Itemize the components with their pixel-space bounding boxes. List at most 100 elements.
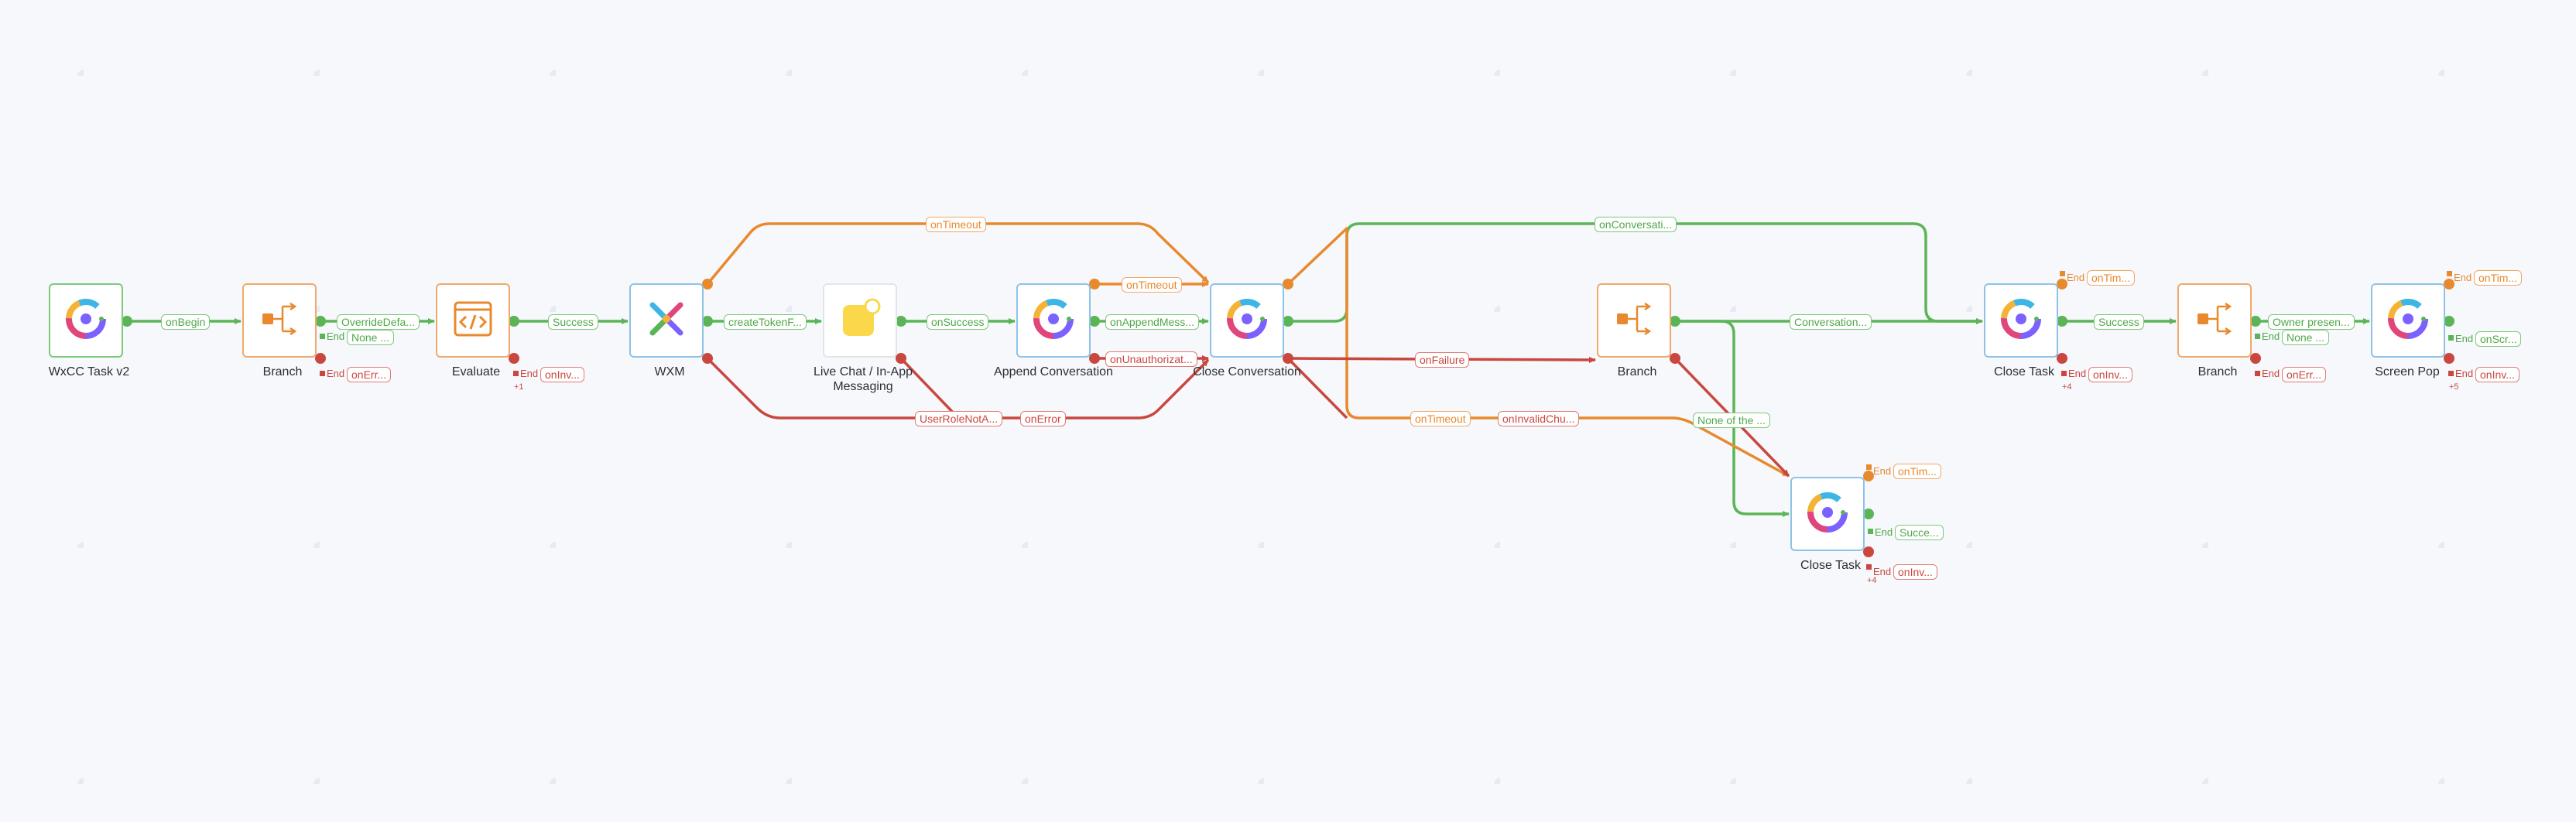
- end-marker: [513, 371, 519, 376]
- end-label-onerr[interactable]: onErr...: [347, 367, 392, 382]
- node-label-branch-2: Branch: [1617, 365, 1657, 378]
- wxcc-logo-icon: [1222, 294, 1272, 348]
- edge-label-onappend[interactable]: onAppendMess...: [1105, 314, 1199, 330]
- node-label-close-task-1: Close Task: [1994, 365, 2054, 378]
- more-ends-count[interactable]: +5: [2449, 382, 2459, 392]
- node-label-evaluate: Evaluate: [451, 365, 501, 378]
- node-wxm[interactable]: [629, 283, 704, 358]
- node-screen-pop[interactable]: [2371, 283, 2445, 358]
- edge-label-oninvalid[interactable]: onInvalidChu...: [1498, 411, 1580, 426]
- end-label: End: [2454, 272, 2472, 283]
- edge-onerror[interactable]: [899, 357, 960, 420]
- end-marker: [2447, 271, 2452, 276]
- end-label-oninv[interactable]: onInv...: [540, 367, 584, 382]
- wxcc-logo-icon: [2383, 294, 2433, 348]
- end-label: End: [520, 368, 539, 379]
- edge-label-override[interactable]: OverrideDefa...: [337, 314, 420, 330]
- node-live-chat[interactable]: [823, 283, 897, 358]
- edge-label-ontimeout-close[interactable]: onTimeout: [1410, 411, 1471, 426]
- node-label-close-task-2: Close Task: [1800, 559, 1861, 572]
- node-label-append-conversation: Append Conversation: [994, 365, 1113, 378]
- end-marker: [320, 334, 325, 339]
- branch-icon: [259, 299, 300, 343]
- branch-icon: [2194, 299, 2235, 343]
- more-ends-count[interactable]: +4: [1867, 576, 1877, 585]
- end-marker: [2255, 371, 2260, 376]
- wxm-logo-icon: [645, 297, 688, 344]
- code-icon: [452, 298, 494, 344]
- edge-oninvalid[interactable]: [1286, 357, 1348, 420]
- edge-label-success[interactable]: Success: [548, 314, 598, 330]
- edge-label-ontimeout-append[interactable]: onTimeout: [1122, 277, 1182, 293]
- more-ends-count[interactable]: +1: [514, 382, 524, 392]
- end-label-oninv[interactable]: onInv...: [2475, 367, 2519, 382]
- wxcc-logo-icon: [1996, 294, 2046, 348]
- end-label-ontim[interactable]: onTim...: [2474, 270, 2523, 286]
- end-label-ontim[interactable]: onTim...: [1893, 464, 1942, 479]
- end-marker: [2448, 335, 2454, 341]
- end-label: End: [1873, 566, 1892, 577]
- edge-label-owner-present[interactable]: Owner presen...: [2268, 314, 2355, 330]
- node-branch-1[interactable]: [242, 283, 317, 358]
- node-wxcc-task[interactable]: [49, 283, 123, 358]
- end-label: End: [2455, 333, 2474, 344]
- end-label-oninv[interactable]: onInv...: [1893, 564, 1937, 580]
- node-close-task-2[interactable]: [1790, 477, 1865, 551]
- more-ends-count[interactable]: +4: [2062, 382, 2072, 392]
- end-marker: [2255, 334, 2260, 339]
- end-label-none[interactable]: None ...: [347, 330, 395, 345]
- edge-label-onerror[interactable]: onError: [1020, 411, 1066, 426]
- node-label-branch-1: Branch: [262, 365, 303, 378]
- end-label: End: [2068, 368, 2087, 379]
- end-label: End: [2262, 368, 2280, 379]
- edge-label-onsuccess[interactable]: onSuccess: [927, 314, 989, 330]
- end-label: End: [2455, 368, 2474, 379]
- edge-label-onfailure[interactable]: onFailure: [1415, 352, 1470, 368]
- end-label-success[interactable]: Succe...: [1895, 525, 1944, 540]
- branch-icon: [1614, 299, 1654, 343]
- node-branch-3[interactable]: [2177, 283, 2252, 358]
- edge-label-conversation[interactable]: Conversation...: [1790, 314, 1872, 330]
- edge-label-userrole[interactable]: UserRoleNotA...: [915, 411, 1003, 426]
- ports: [122, 279, 2454, 557]
- end-marker: [2061, 371, 2067, 376]
- edge-label-onunauthorized[interactable]: onUnauthorizat...: [1105, 351, 1197, 367]
- end-label-onscr[interactable]: onScr...: [2475, 331, 2522, 347]
- edge-label-onconversation[interactable]: onConversati...: [1595, 217, 1677, 232]
- end-label: End: [327, 368, 345, 379]
- edge-label-ontimeout-wxm[interactable]: onTimeout: [926, 217, 986, 232]
- edge-label-onbegin[interactable]: onBegin: [161, 314, 211, 330]
- node-close-task-1[interactable]: [1984, 283, 2058, 358]
- node-append-conversation[interactable]: [1016, 283, 1091, 358]
- edge-ontimeout-close[interactable]: [1286, 227, 1790, 478]
- end-label-onerr[interactable]: onErr...: [2282, 367, 2327, 382]
- node-branch-2[interactable]: [1597, 283, 1671, 358]
- end-label: End: [2262, 331, 2280, 342]
- node-label-screen-pop: Screen Pop: [2375, 365, 2440, 378]
- node-evaluate[interactable]: [436, 283, 510, 358]
- end-label-ontim[interactable]: onTim...: [2087, 270, 2136, 286]
- edge-label-success2[interactable]: Success: [2094, 314, 2144, 330]
- node-close-conversation[interactable]: [1210, 283, 1284, 358]
- end-marker: [1868, 529, 1873, 534]
- wxcc-logo-icon: [61, 294, 111, 348]
- node-label-close-conversation: Close Conversation: [1193, 365, 1301, 378]
- end-label: End: [1873, 465, 1892, 477]
- end-marker: [1866, 464, 1872, 470]
- end-marker: [1866, 564, 1872, 570]
- end-marker: [320, 371, 325, 376]
- end-marker: [2060, 271, 2065, 276]
- wxcc-logo-icon: [1803, 488, 1852, 541]
- end-label: End: [327, 331, 345, 342]
- end-label-none[interactable]: None ...: [2282, 330, 2330, 345]
- edge-label-createtoken[interactable]: createTokenF...: [724, 314, 807, 330]
- node-label-branch-3: Branch: [2197, 365, 2238, 378]
- node-label-wxcc-task: WxCC Task v2: [48, 365, 130, 378]
- edge-label-none-of-the[interactable]: None of the ...: [1693, 413, 1770, 428]
- end-label-oninv[interactable]: onInv...: [2088, 367, 2132, 382]
- node-label-live-chat: Live Chat / In-App Messaging: [813, 365, 913, 393]
- wxcc-logo-icon: [1029, 294, 1078, 348]
